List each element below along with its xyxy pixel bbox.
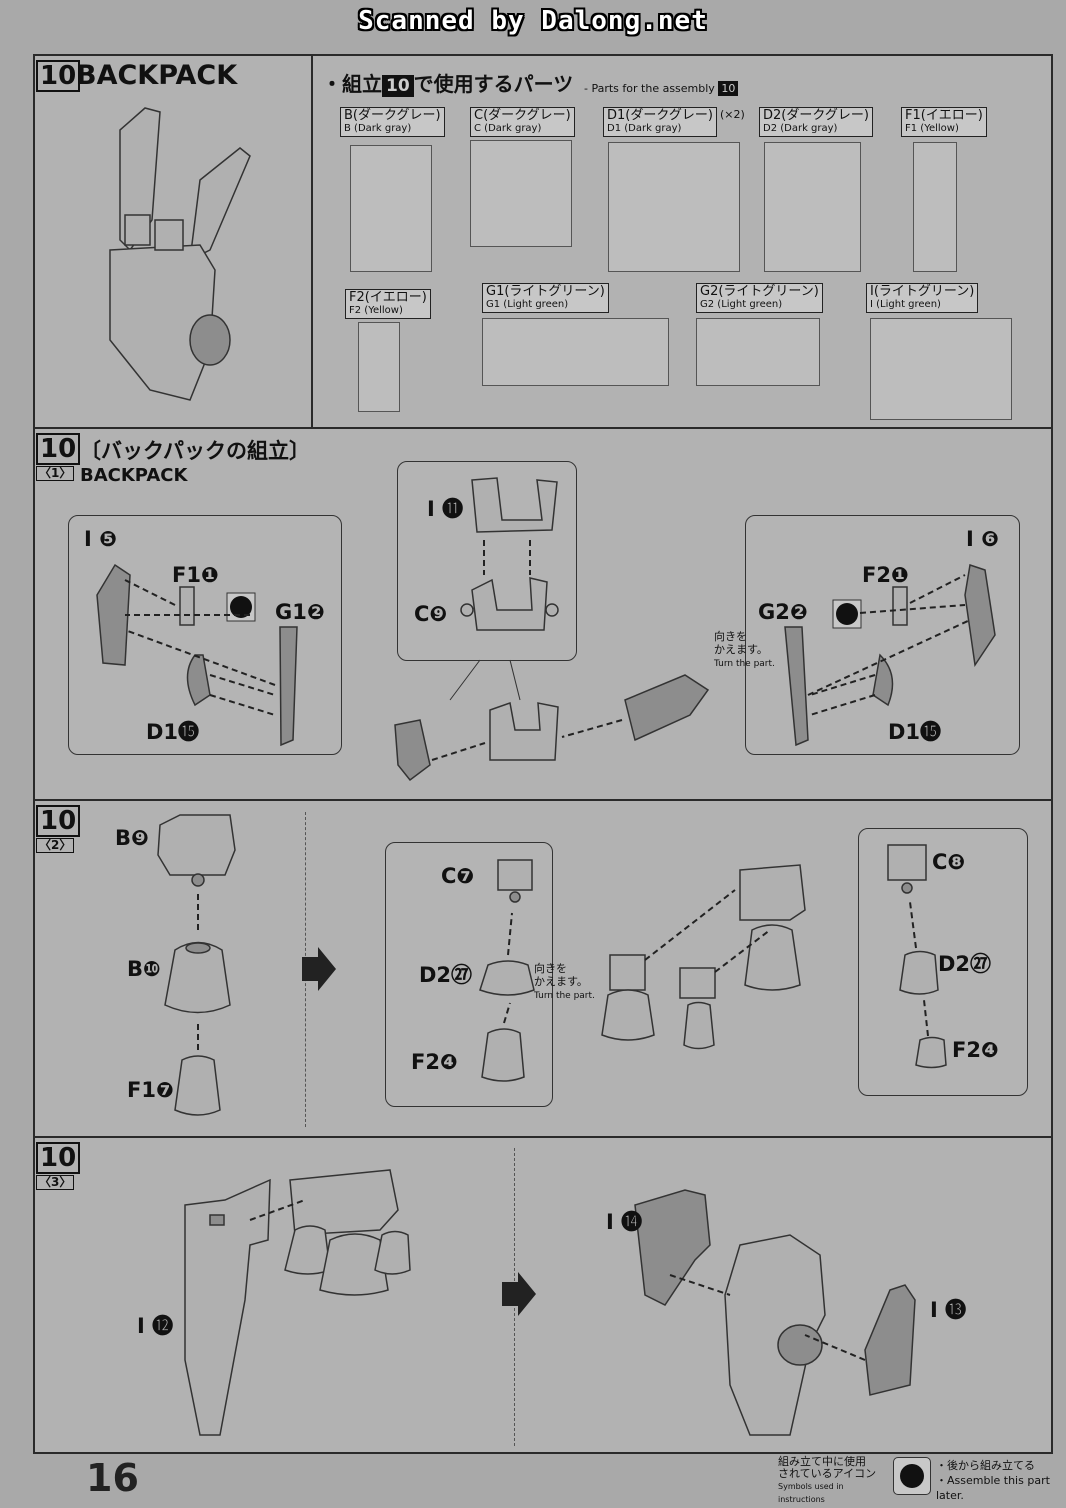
page-number: 16 xyxy=(86,1456,139,1500)
part-label: G1❷ xyxy=(275,600,325,624)
callout-pointer xyxy=(449,659,521,701)
runner-diagram-d2 xyxy=(764,142,861,272)
turn-part-note: 向きを かえます。Turn the part. xyxy=(714,630,775,669)
runner-diagram-f1 xyxy=(913,142,957,272)
part-label: B❿ xyxy=(127,957,161,981)
runner-label-f2: F2(イエロー)F2 (Yellow) xyxy=(345,289,431,319)
assemble-later-icon xyxy=(893,1457,931,1495)
parts-header-en: - Parts for the assembly 10 xyxy=(584,81,739,96)
step-1-main-assembly xyxy=(394,674,710,782)
runner-label-i: I(ライトグリーン)I (Light green) xyxy=(866,283,979,313)
divider xyxy=(33,1136,1053,1138)
divider xyxy=(311,56,313,428)
divider xyxy=(33,427,1053,429)
step-3-left-assembly xyxy=(184,1169,411,1436)
runner-diagram-d1 xyxy=(608,142,740,272)
step-2-number: 10 xyxy=(36,805,81,837)
step-1-number: 10 xyxy=(36,433,81,465)
step-2-center-assembly xyxy=(601,864,806,1050)
part-label: I ⓮ xyxy=(606,1210,643,1234)
part-label: D2㉗ xyxy=(938,952,992,976)
watermark: Scanned by Dalong.net xyxy=(358,6,708,36)
runner-label-d1: D1(ダークグレー)D1 (Dark gray) xyxy=(603,107,717,137)
runner-diagram-f2 xyxy=(358,322,400,412)
part-label: F2❶ xyxy=(862,563,909,587)
part-label: D1⓯ xyxy=(146,720,200,744)
part-label: G2❷ xyxy=(758,600,808,624)
runner-diagram-g1 xyxy=(482,318,669,386)
section-title: BACKPACK xyxy=(76,60,238,91)
part-label: C❽ xyxy=(932,850,966,874)
part-label: C❼ xyxy=(441,864,475,888)
runner-label-c: C(ダークグレー)C (Dark gray) xyxy=(470,107,575,137)
turn-part-note-2: 向きを かえます。Turn the part. xyxy=(534,962,595,1001)
runner-diagram-g2 xyxy=(696,318,820,386)
runner-diagram-b xyxy=(350,145,432,272)
next-step-arrow-icon xyxy=(302,947,336,991)
part-label: I ⓫ xyxy=(427,497,464,521)
next-step-arrow-icon xyxy=(502,1272,536,1316)
part-label: D2㉗ xyxy=(419,963,473,987)
legend-text: ・後から組み立てる・Assemble this part later. xyxy=(936,1459,1050,1502)
part-label: I ⓬ xyxy=(137,1314,174,1338)
runner-label-g2: G2(ライトグリーン)G2 (Light green) xyxy=(696,283,823,313)
step-1-center-parts xyxy=(460,477,559,631)
runner-label-b: B(ダークグレー)B (Dark gray) xyxy=(340,107,445,137)
runner-label-g1: G1(ライトグリーン)G1 (Light green) xyxy=(482,283,609,313)
step-1-left-parts xyxy=(96,563,298,747)
step-1-title-en: BACKPACK xyxy=(80,465,188,486)
step-1-title-ja: 〔バックパックの組立〕 xyxy=(80,439,310,463)
part-label: D1⓯ xyxy=(888,720,942,744)
part-label: C❾ xyxy=(414,602,448,626)
runner-label-d2: D2(ダークグレー)D2 (Dark gray) xyxy=(759,107,873,137)
part-label: F2❹ xyxy=(411,1050,458,1074)
backpack-overview-illustration xyxy=(109,107,251,401)
runner-d1-quantity: (×2) xyxy=(720,108,745,121)
step-2-sub: 〈2〉 xyxy=(36,838,75,853)
step-2-left-box-parts xyxy=(479,859,535,1082)
divider xyxy=(33,799,1053,801)
step-2-left-stack xyxy=(157,814,236,1116)
part-label: I ❺ xyxy=(84,527,117,551)
step-3-number: 10 xyxy=(36,1142,81,1174)
part-label: F1❼ xyxy=(127,1078,174,1102)
runner-diagram-c xyxy=(470,140,572,247)
step-3-sub: 〈3〉 xyxy=(36,1175,75,1190)
runner-label-f1: F1(イエロー)F1 (Yellow) xyxy=(901,107,987,137)
step-1-sub: 〈1〉 xyxy=(36,466,75,481)
part-label: B❾ xyxy=(115,826,149,850)
part-label: F1❶ xyxy=(172,563,219,587)
part-label: F2❹ xyxy=(952,1038,999,1062)
section-number: 10 xyxy=(36,60,81,92)
runner-diagram-i xyxy=(870,318,1012,420)
step-1-right-parts xyxy=(784,564,996,747)
part-label: I ⓭ xyxy=(930,1298,967,1322)
part-label: I ❻ xyxy=(966,527,999,551)
step-2-right-box-parts xyxy=(887,844,947,1069)
step-3-right-assembly xyxy=(634,1189,916,1436)
